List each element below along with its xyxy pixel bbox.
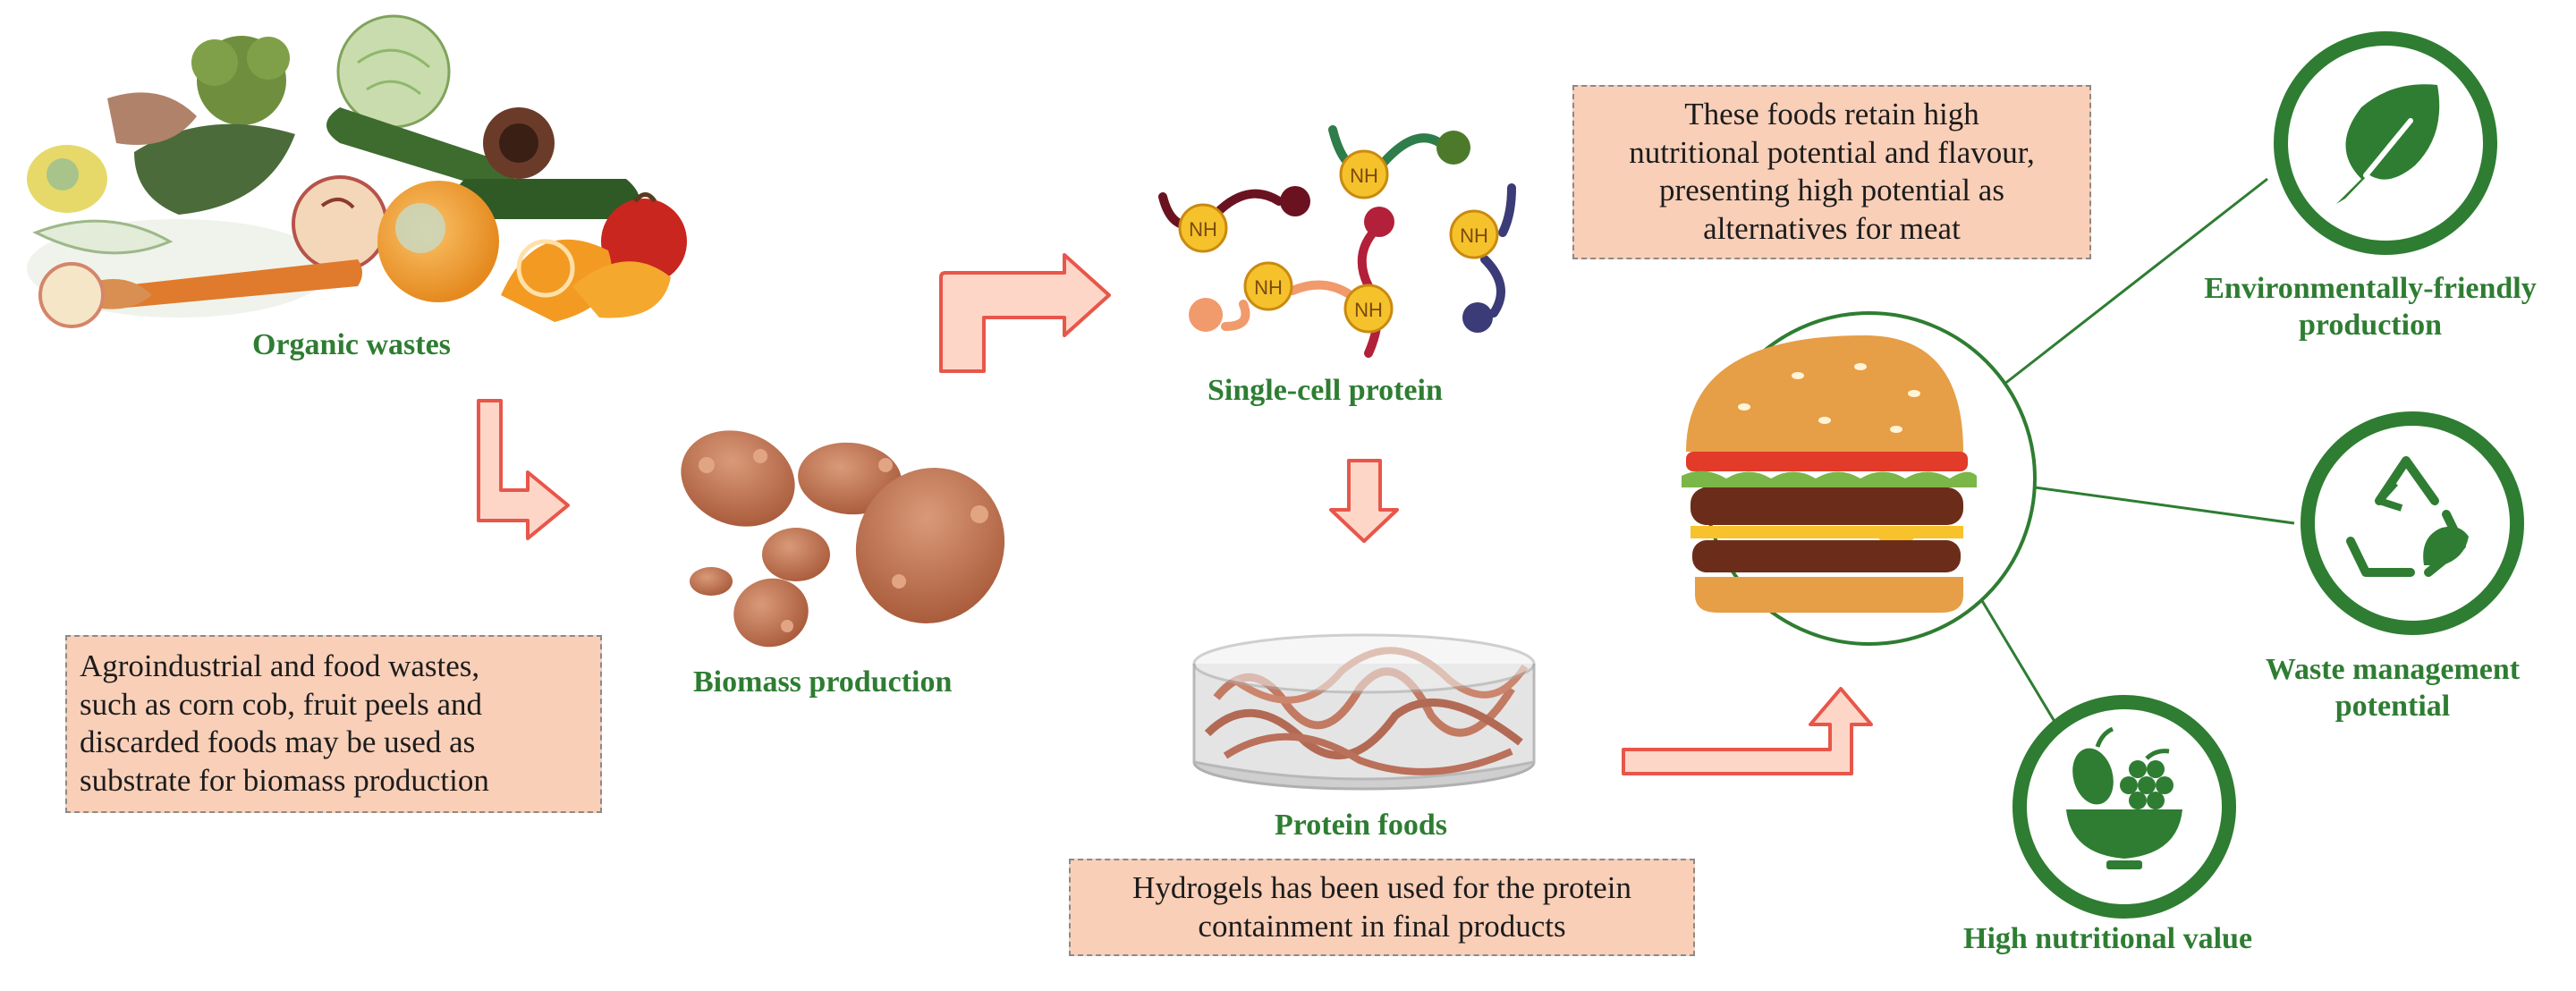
arrow-waste-to-biomass bbox=[477, 399, 570, 540]
note-line: alternatives for meat bbox=[1703, 211, 1961, 247]
note-hydrogels: Hydrogels has been used for the protein … bbox=[1069, 859, 1695, 957]
svg-text:NH: NH bbox=[1254, 276, 1283, 299]
nh-tags: NH NH NH NH NH bbox=[1178, 149, 1499, 334]
label-environmentally-friendly: Environmentally-friendly production bbox=[2165, 271, 2576, 344]
burger-icon bbox=[1682, 311, 2037, 646]
arrow-protein-down bbox=[1329, 459, 1399, 543]
label-line: Waste management bbox=[2265, 653, 2521, 686]
note-substrate: Agroindustrial and food wastes, such as … bbox=[65, 635, 602, 813]
nh-tag: NH bbox=[1339, 149, 1389, 199]
nh-tag: NH bbox=[1343, 284, 1394, 334]
label-protein-foods: Protein foods bbox=[1275, 809, 1447, 842]
label-line: Environmentally-friendly bbox=[2204, 272, 2537, 305]
label-high-nutritional-value: High nutritional value bbox=[1963, 922, 2253, 955]
label-biomass-production: Biomass production bbox=[693, 665, 953, 699]
arrow-foods-to-burger bbox=[1622, 687, 1873, 775]
note-line: Hydrogels has been used for the protein bbox=[1132, 870, 1631, 905]
note-line: such as corn cob, fruit peels and bbox=[80, 686, 482, 722]
label-line: production bbox=[2299, 308, 2442, 342]
fruit-bowl-icon bbox=[2012, 695, 2236, 919]
note-meat-alternative: These foods retain high nutritional pote… bbox=[1572, 85, 2091, 259]
biomass-cells bbox=[681, 430, 1005, 648]
nh-tag: NH bbox=[1178, 203, 1228, 253]
svg-text:NH: NH bbox=[1354, 299, 1383, 321]
note-line: substrate for biomass production bbox=[80, 763, 489, 799]
note-line: discarded foods may be used as bbox=[80, 724, 476, 760]
recycle-icon bbox=[2301, 411, 2524, 635]
nh-tag: NH bbox=[1449, 209, 1499, 259]
label-waste-management: Waste management potential bbox=[2245, 652, 2540, 725]
leaf-icon bbox=[2274, 31, 2497, 255]
hydrogel-dish bbox=[1192, 633, 1536, 791]
label-single-cell-protein: Single-cell protein bbox=[1208, 374, 1443, 407]
note-line: presenting high potential as bbox=[1659, 173, 2004, 208]
note-line: containment in final products bbox=[1198, 908, 1566, 944]
note-line: Agroindustrial and food wastes, bbox=[80, 648, 480, 683]
svg-text:NH: NH bbox=[1189, 218, 1217, 241]
note-line: These foods retain high bbox=[1684, 97, 1979, 131]
label-line: potential bbox=[2334, 689, 2451, 723]
arrow-biomass-to-protein bbox=[939, 253, 1111, 373]
label-organic-wastes: Organic wastes bbox=[252, 328, 451, 361]
note-line: nutritional potential and flavour, bbox=[1629, 134, 2035, 170]
organic-waste-pile bbox=[27, 14, 687, 328]
nh-tag: NH bbox=[1243, 261, 1293, 311]
svg-text:NH: NH bbox=[1350, 165, 1378, 187]
svg-text:NH: NH bbox=[1460, 224, 1488, 247]
